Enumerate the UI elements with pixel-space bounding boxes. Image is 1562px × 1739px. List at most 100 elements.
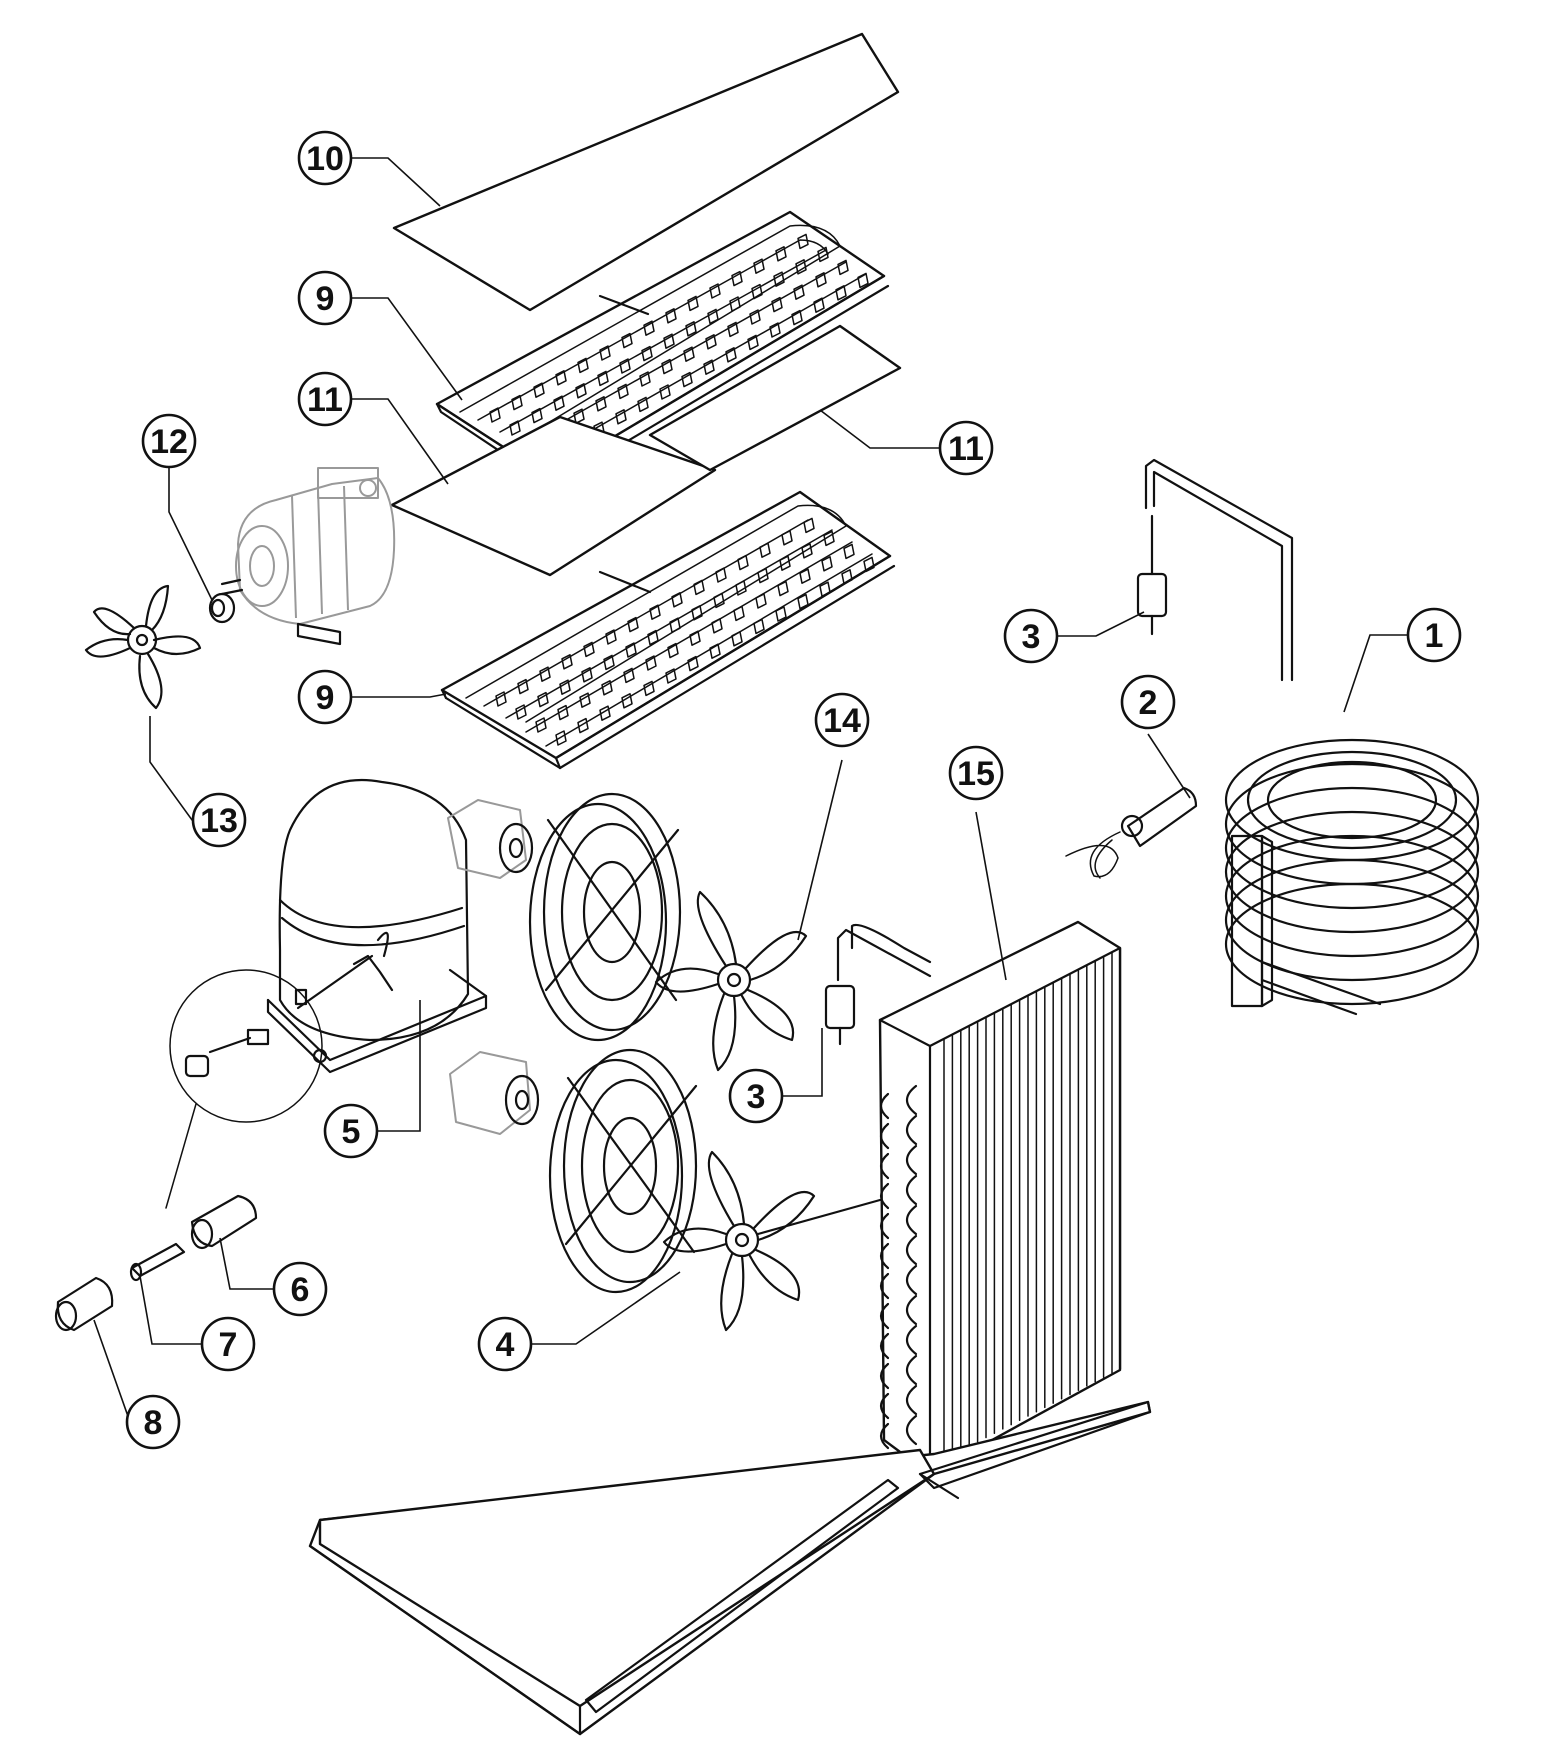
fin — [641, 345, 653, 362]
callout-11-left: 11 — [297, 371, 353, 427]
fin — [659, 384, 671, 400]
fin — [581, 667, 593, 683]
fin — [713, 592, 725, 609]
coil-ring — [1224, 834, 1480, 958]
fin — [681, 371, 693, 388]
fin — [707, 308, 719, 325]
fin — [625, 642, 637, 658]
fin — [797, 593, 809, 610]
return-bend — [905, 1264, 918, 1296]
return-bend — [879, 1392, 890, 1420]
fin — [819, 581, 831, 597]
fin — [693, 579, 705, 596]
fin — [759, 542, 771, 558]
condenser-fan-guard-lower — [548, 1048, 698, 1294]
fin — [753, 258, 765, 274]
insulation-sheet-right — [648, 324, 902, 472]
fin — [703, 359, 715, 375]
fin — [727, 321, 739, 338]
fin — [709, 643, 721, 659]
fin — [645, 655, 657, 671]
callout-3-upper-label: 3 — [1022, 618, 1041, 656]
filter-drier-upper — [1136, 458, 1294, 682]
fin — [863, 556, 875, 573]
fin — [793, 284, 805, 300]
fin — [665, 668, 677, 684]
fin — [599, 345, 611, 361]
compressor — [266, 778, 488, 1074]
fin — [687, 295, 699, 312]
fin — [599, 705, 611, 721]
fin — [623, 667, 635, 684]
return-bend — [905, 1384, 918, 1416]
fin — [601, 680, 613, 696]
fin — [755, 593, 767, 609]
fin — [731, 631, 743, 647]
fin — [781, 530, 793, 546]
callout-5: 5 — [323, 1103, 379, 1159]
callout-9-lower-label: 9 — [316, 679, 335, 717]
callout-1: 1 — [1406, 607, 1462, 663]
fin — [643, 680, 655, 697]
fin — [495, 691, 507, 707]
return-bend — [905, 1114, 918, 1146]
fin — [815, 272, 827, 288]
coil-ring — [1224, 858, 1480, 982]
return-bend — [879, 1122, 890, 1150]
insulation-sheet-left — [390, 415, 717, 577]
return-bend — [879, 1152, 890, 1180]
fin — [561, 654, 573, 670]
condenser-fins — [943, 947, 1122, 1460]
fin — [803, 517, 815, 534]
fin — [511, 394, 523, 411]
fin — [843, 543, 855, 560]
fin — [729, 296, 741, 312]
return-bend — [905, 1414, 918, 1446]
fin — [595, 396, 607, 412]
fin — [683, 346, 695, 362]
fin — [605, 629, 617, 645]
fin — [671, 592, 683, 608]
fin — [617, 383, 629, 400]
fin — [775, 246, 787, 262]
leader-lines — [93, 157, 1408, 1423]
fin — [515, 704, 527, 720]
coil-ring — [1246, 750, 1458, 850]
callout-5-label: 5 — [342, 1113, 361, 1151]
fin — [799, 568, 811, 584]
evaporator-fins-lower — [495, 517, 875, 746]
schrader-valve — [129, 1242, 186, 1282]
callout-1-label: 1 — [1425, 617, 1444, 655]
expansion-valve — [1065, 786, 1198, 879]
evaporator-fins-upper — [489, 233, 869, 462]
fin — [661, 358, 673, 375]
return-bend — [879, 1242, 890, 1270]
callout-9-lower: 9 — [297, 669, 353, 725]
fin — [823, 530, 835, 547]
fin — [639, 371, 651, 387]
condenser-fan-blade-lower — [662, 1150, 882, 1332]
callout-9-upper: 9 — [297, 270, 353, 326]
return-bend — [905, 1294, 918, 1326]
callout-13: 13 — [191, 792, 247, 848]
callout-4-label: 4 — [496, 1326, 515, 1364]
fin — [667, 642, 679, 659]
return-bend — [905, 1354, 918, 1386]
fin — [705, 334, 717, 350]
fin — [711, 618, 723, 634]
callout-3-lower: 3 — [728, 1068, 784, 1124]
fin — [687, 655, 699, 672]
fin — [857, 272, 869, 289]
coil-ring — [1224, 786, 1480, 910]
callout-12: 12 — [141, 413, 197, 469]
callout-6: 6 — [272, 1261, 328, 1317]
fin — [553, 395, 565, 411]
fin — [709, 283, 721, 299]
return-bend — [905, 1204, 918, 1236]
callout-2-label: 2 — [1139, 684, 1158, 722]
callout-7: 7 — [200, 1316, 256, 1372]
fin — [555, 730, 567, 746]
return-bend — [879, 1362, 890, 1390]
valve-cap — [54, 1276, 114, 1332]
coil-ring — [1224, 762, 1480, 886]
